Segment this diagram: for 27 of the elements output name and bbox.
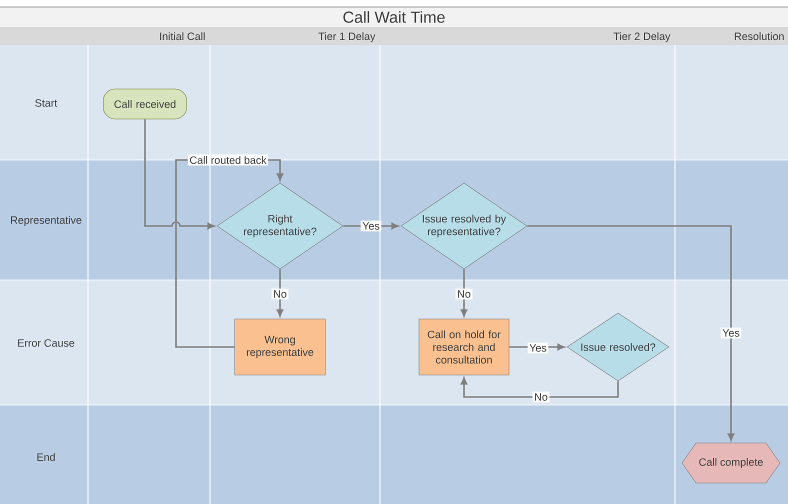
edge-label: No bbox=[456, 288, 472, 300]
column-header: Initial Call bbox=[160, 32, 205, 40]
edge-label: Yes bbox=[360, 220, 382, 232]
title-bar: Call Wait Time bbox=[0, 7, 788, 27]
process-box: Wrong representative bbox=[234, 318, 326, 376]
edge-label: Yes bbox=[528, 342, 548, 354]
edge-label: No bbox=[272, 288, 288, 300]
edge-label: No bbox=[532, 392, 550, 402]
column-header: Resolution bbox=[734, 32, 784, 40]
arrow bbox=[460, 269, 468, 317]
lane-label: Error Cause bbox=[18, 339, 74, 347]
arrow bbox=[527, 225, 734, 441]
column-header: Tier 2 Delay bbox=[614, 32, 670, 42]
edge-label: Call routed back bbox=[188, 154, 268, 166]
lane-label: Representative bbox=[11, 216, 82, 226]
terminator-hexagon: Call complete bbox=[682, 442, 780, 484]
terminal: Call received bbox=[102, 88, 188, 120]
arrow bbox=[460, 377, 619, 398]
column-header: Tier 1 Delay bbox=[318, 32, 376, 42]
process-box: Call on hold for research and consultation bbox=[418, 318, 510, 376]
arrow bbox=[276, 269, 284, 317]
lane-label: End bbox=[37, 453, 55, 461]
edge-label: Yes bbox=[720, 328, 742, 338]
lane-label: Start bbox=[35, 99, 58, 107]
arrow bbox=[343, 222, 399, 230]
arrow bbox=[144, 119, 215, 230]
arrow bbox=[509, 344, 565, 350]
